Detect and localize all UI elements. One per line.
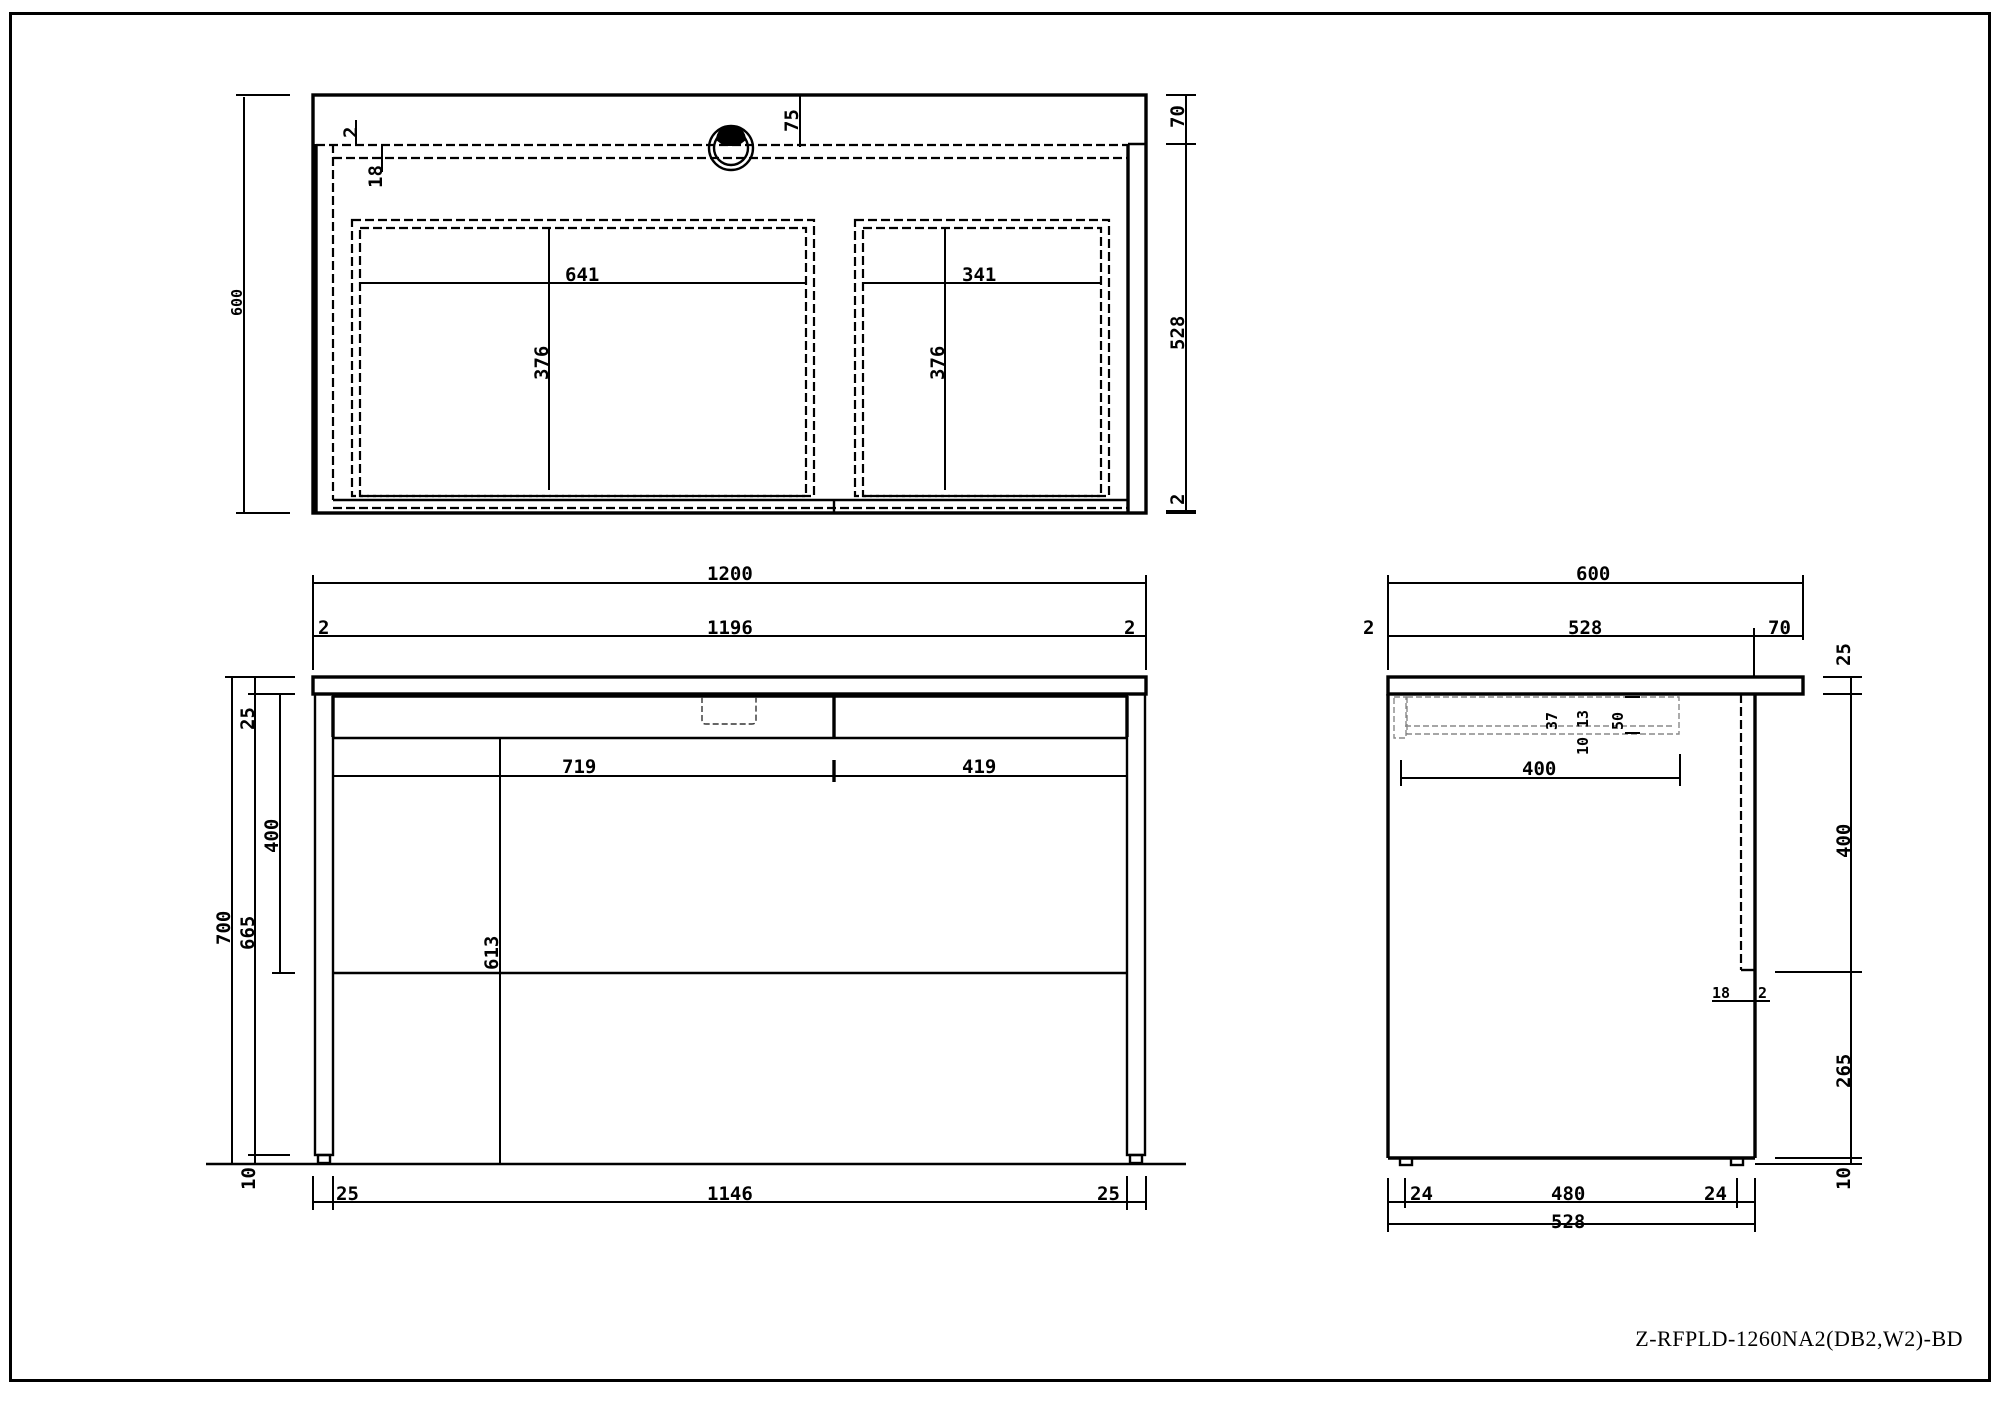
dim-front-10: 10 [238, 1167, 260, 1190]
side-view-drawer-box [1406, 696, 1680, 735]
front-view-left-leg [313, 692, 335, 1157]
dim-front-719: 719 [562, 756, 596, 778]
dim-side-10: 10 [1574, 737, 1592, 755]
dim-top-528: 528 [1167, 316, 1189, 350]
front-view-tabletop [311, 675, 1148, 696]
dim-top-600: 600 [228, 289, 246, 316]
drawing-frame [9, 12, 1991, 1382]
top-view-outline [311, 93, 1148, 515]
dim-front-2-left: 2 [318, 617, 329, 639]
dim-front-1200: 1200 [707, 563, 753, 585]
side-view-tabletop [1386, 675, 1805, 696]
dim-top-75: 75 [781, 109, 803, 132]
drawer-handle-icon [701, 697, 757, 725]
dim-front-613: 613 [481, 936, 503, 970]
dim-side-25: 25 [1833, 643, 1855, 666]
front-view: 1200 1196 2 2 719 419 613 [206, 563, 1186, 1210]
dim-top-341: 341 [962, 264, 996, 286]
dim-side-50: 50 [1609, 712, 1627, 730]
top-view: 600 70 528 2 2 18 75 641 341 376 376 [228, 93, 1196, 515]
dim-top-2-left: 2 [340, 127, 362, 138]
dim-side-528: 528 [1568, 617, 1602, 639]
dim-side-10-foot: 10 [1833, 1167, 1855, 1190]
dim-side-2: 2 [1363, 617, 1374, 639]
dim-side-600: 600 [1576, 563, 1610, 585]
dim-side-70: 70 [1768, 617, 1791, 639]
dim-front-700: 700 [213, 911, 235, 945]
top-view-right-drawer [853, 218, 1111, 498]
dim-side-24-left: 24 [1410, 1183, 1433, 1205]
dim-side-24-right: 24 [1704, 1183, 1727, 1205]
dim-side-480: 480 [1551, 1183, 1585, 1205]
dim-side-18: 18 [1712, 984, 1730, 1002]
side-view: 600 528 2 70 37 10 13 50 400 [1363, 563, 1862, 1233]
top-view-left-drawer [350, 218, 816, 498]
front-view-right-leg [1125, 692, 1147, 1157]
dim-side-2-panel: 2 [1758, 984, 1767, 1002]
dim-side-13: 13 [1574, 710, 1592, 728]
dim-top-376-right: 376 [927, 346, 949, 380]
dim-top-70: 70 [1167, 105, 1189, 128]
dim-front-665: 665 [237, 916, 259, 950]
dim-side-400: 400 [1833, 824, 1855, 858]
dim-front-400: 400 [261, 819, 283, 853]
dim-front-2-right: 2 [1124, 617, 1135, 639]
drawing-title-block: Z-RFPLD-1260NA2(DB2,W2)-BD [1635, 1326, 1963, 1351]
dim-side-400-drawer: 400 [1522, 758, 1556, 780]
dim-side-37: 37 [1543, 712, 1561, 730]
dim-front-25-left: 25 [336, 1183, 359, 1205]
side-view-drawer-front [1393, 696, 1407, 739]
dim-side-265: 265 [1833, 1054, 1855, 1088]
dim-top-2: 2 [1167, 494, 1189, 505]
dim-top-18: 18 [365, 165, 387, 188]
dim-front-1146: 1146 [707, 1183, 753, 1205]
dim-top-376-left: 376 [531, 346, 553, 380]
dim-side-528-base: 528 [1551, 1211, 1585, 1233]
dim-front-419: 419 [962, 756, 996, 778]
dim-front-1196: 1196 [707, 617, 753, 639]
cable-grommet-icon [707, 124, 755, 172]
dim-front-25: 25 [237, 707, 259, 730]
dim-top-641: 641 [565, 264, 599, 286]
dim-front-25-right: 25 [1097, 1183, 1120, 1205]
